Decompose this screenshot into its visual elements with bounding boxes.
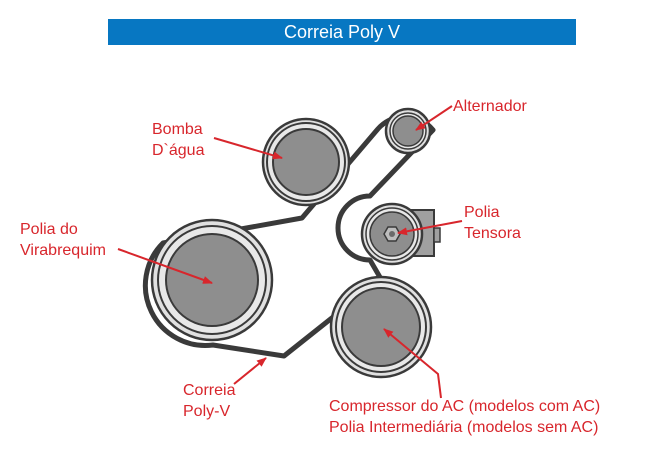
pulley-alternator [384,107,432,155]
pulley-water-pump [261,117,351,207]
label-bomba-line1: Bomba [152,121,203,138]
arrow-bomba [213,137,283,160]
arrow-compressor [383,328,442,399]
arrow-tensora [397,220,463,236]
title-text: Correia Poly V [283,21,401,42]
arrows [117,105,463,399]
label-correia-line2: Poly-V [183,403,230,420]
title-bar: Correia Poly V [108,19,576,45]
label-bomba-line2: D`água [152,142,205,159]
arrow-virabrequim [117,248,213,284]
label-virabrequim-line2: Virabrequim [20,242,106,259]
label-correia-line1: Correia [183,382,236,399]
arrow-alternador [415,105,453,131]
label-virabrequim-line1: Polia do [20,221,78,238]
label-compressor-line1: Compressor do AC (modelos com AC) [329,398,600,415]
label-tensora-line2: Tensora [464,225,521,242]
label-compressor-line2: Polia Intermediária (modelos sem AC) [329,419,598,436]
label-tensora-line1: Polia [464,204,500,221]
label-alternador: Alternador [453,98,527,115]
pulley-ac-compressor [329,275,433,379]
pulley-crankshaft [150,218,274,342]
arrow-correia [233,357,267,385]
pulley-tensioner [360,202,441,266]
